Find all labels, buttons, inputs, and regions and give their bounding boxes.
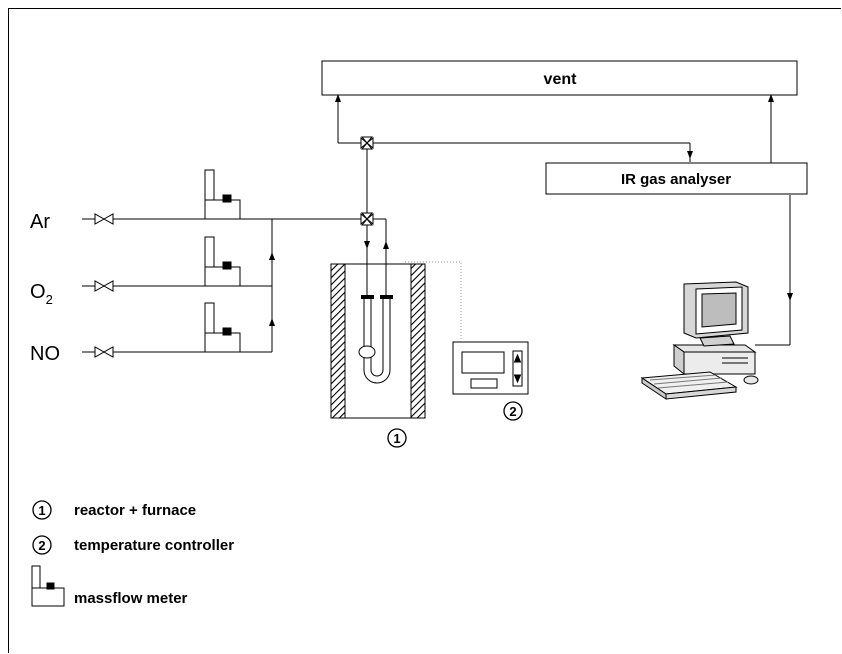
massflow-symbol-icon bbox=[31, 565, 65, 607]
legend-item-reactor: 1 reactor + furnace bbox=[32, 500, 196, 520]
legend-text-reactor: reactor + furnace bbox=[74, 502, 196, 519]
vent-label: vent bbox=[544, 71, 578, 88]
flow-arrows bbox=[269, 94, 793, 326]
callout-reactor-number: 1 bbox=[393, 431, 400, 446]
callout-reactor: 1 bbox=[387, 428, 407, 448]
ir-analyser-label: IR gas analyser bbox=[621, 171, 731, 188]
inlet-valve-ar[interactable] bbox=[94, 213, 114, 225]
gas-label-no: NO bbox=[30, 343, 60, 365]
ir-analyser-box: IR gas analyser bbox=[545, 162, 808, 195]
gas-label-o2: O2 bbox=[30, 281, 53, 307]
thermocouple-wire bbox=[405, 261, 462, 340]
massflow-meter-o2 bbox=[204, 236, 241, 287]
legend-marker-1: 1 bbox=[38, 503, 45, 518]
legend-item-controller: 2 temperature controller bbox=[32, 535, 234, 555]
reactor-furnace bbox=[330, 263, 426, 419]
legend-marker-2: 2 bbox=[38, 538, 45, 553]
three-way-valve-lower[interactable] bbox=[360, 212, 374, 226]
gas-label-o2-subscript: 2 bbox=[46, 292, 53, 307]
computer-icon bbox=[640, 281, 759, 400]
legend: 1 reactor + furnace 2 temperature contro… bbox=[31, 500, 234, 607]
diagram-frame bbox=[8, 8, 841, 653]
inlet-valve-no[interactable] bbox=[94, 346, 114, 358]
callout-controller-number: 2 bbox=[509, 404, 516, 419]
gas-label-ar: Ar bbox=[30, 211, 50, 233]
legend-text-controller: temperature controller bbox=[74, 537, 234, 554]
vent-box: vent bbox=[321, 60, 798, 96]
massflow-meter-no bbox=[204, 302, 241, 353]
callout-controller: 2 bbox=[503, 401, 523, 421]
legend-text-massflow: massflow meter bbox=[74, 590, 188, 607]
three-way-valve-upper[interactable] bbox=[360, 136, 374, 150]
massflow-meter-ar bbox=[204, 169, 241, 220]
legend-item-massflow: massflow meter bbox=[31, 565, 188, 607]
gas-label-o2-main: O bbox=[30, 281, 46, 303]
temperature-controller bbox=[452, 341, 529, 395]
inlet-valve-o2[interactable] bbox=[94, 280, 114, 292]
